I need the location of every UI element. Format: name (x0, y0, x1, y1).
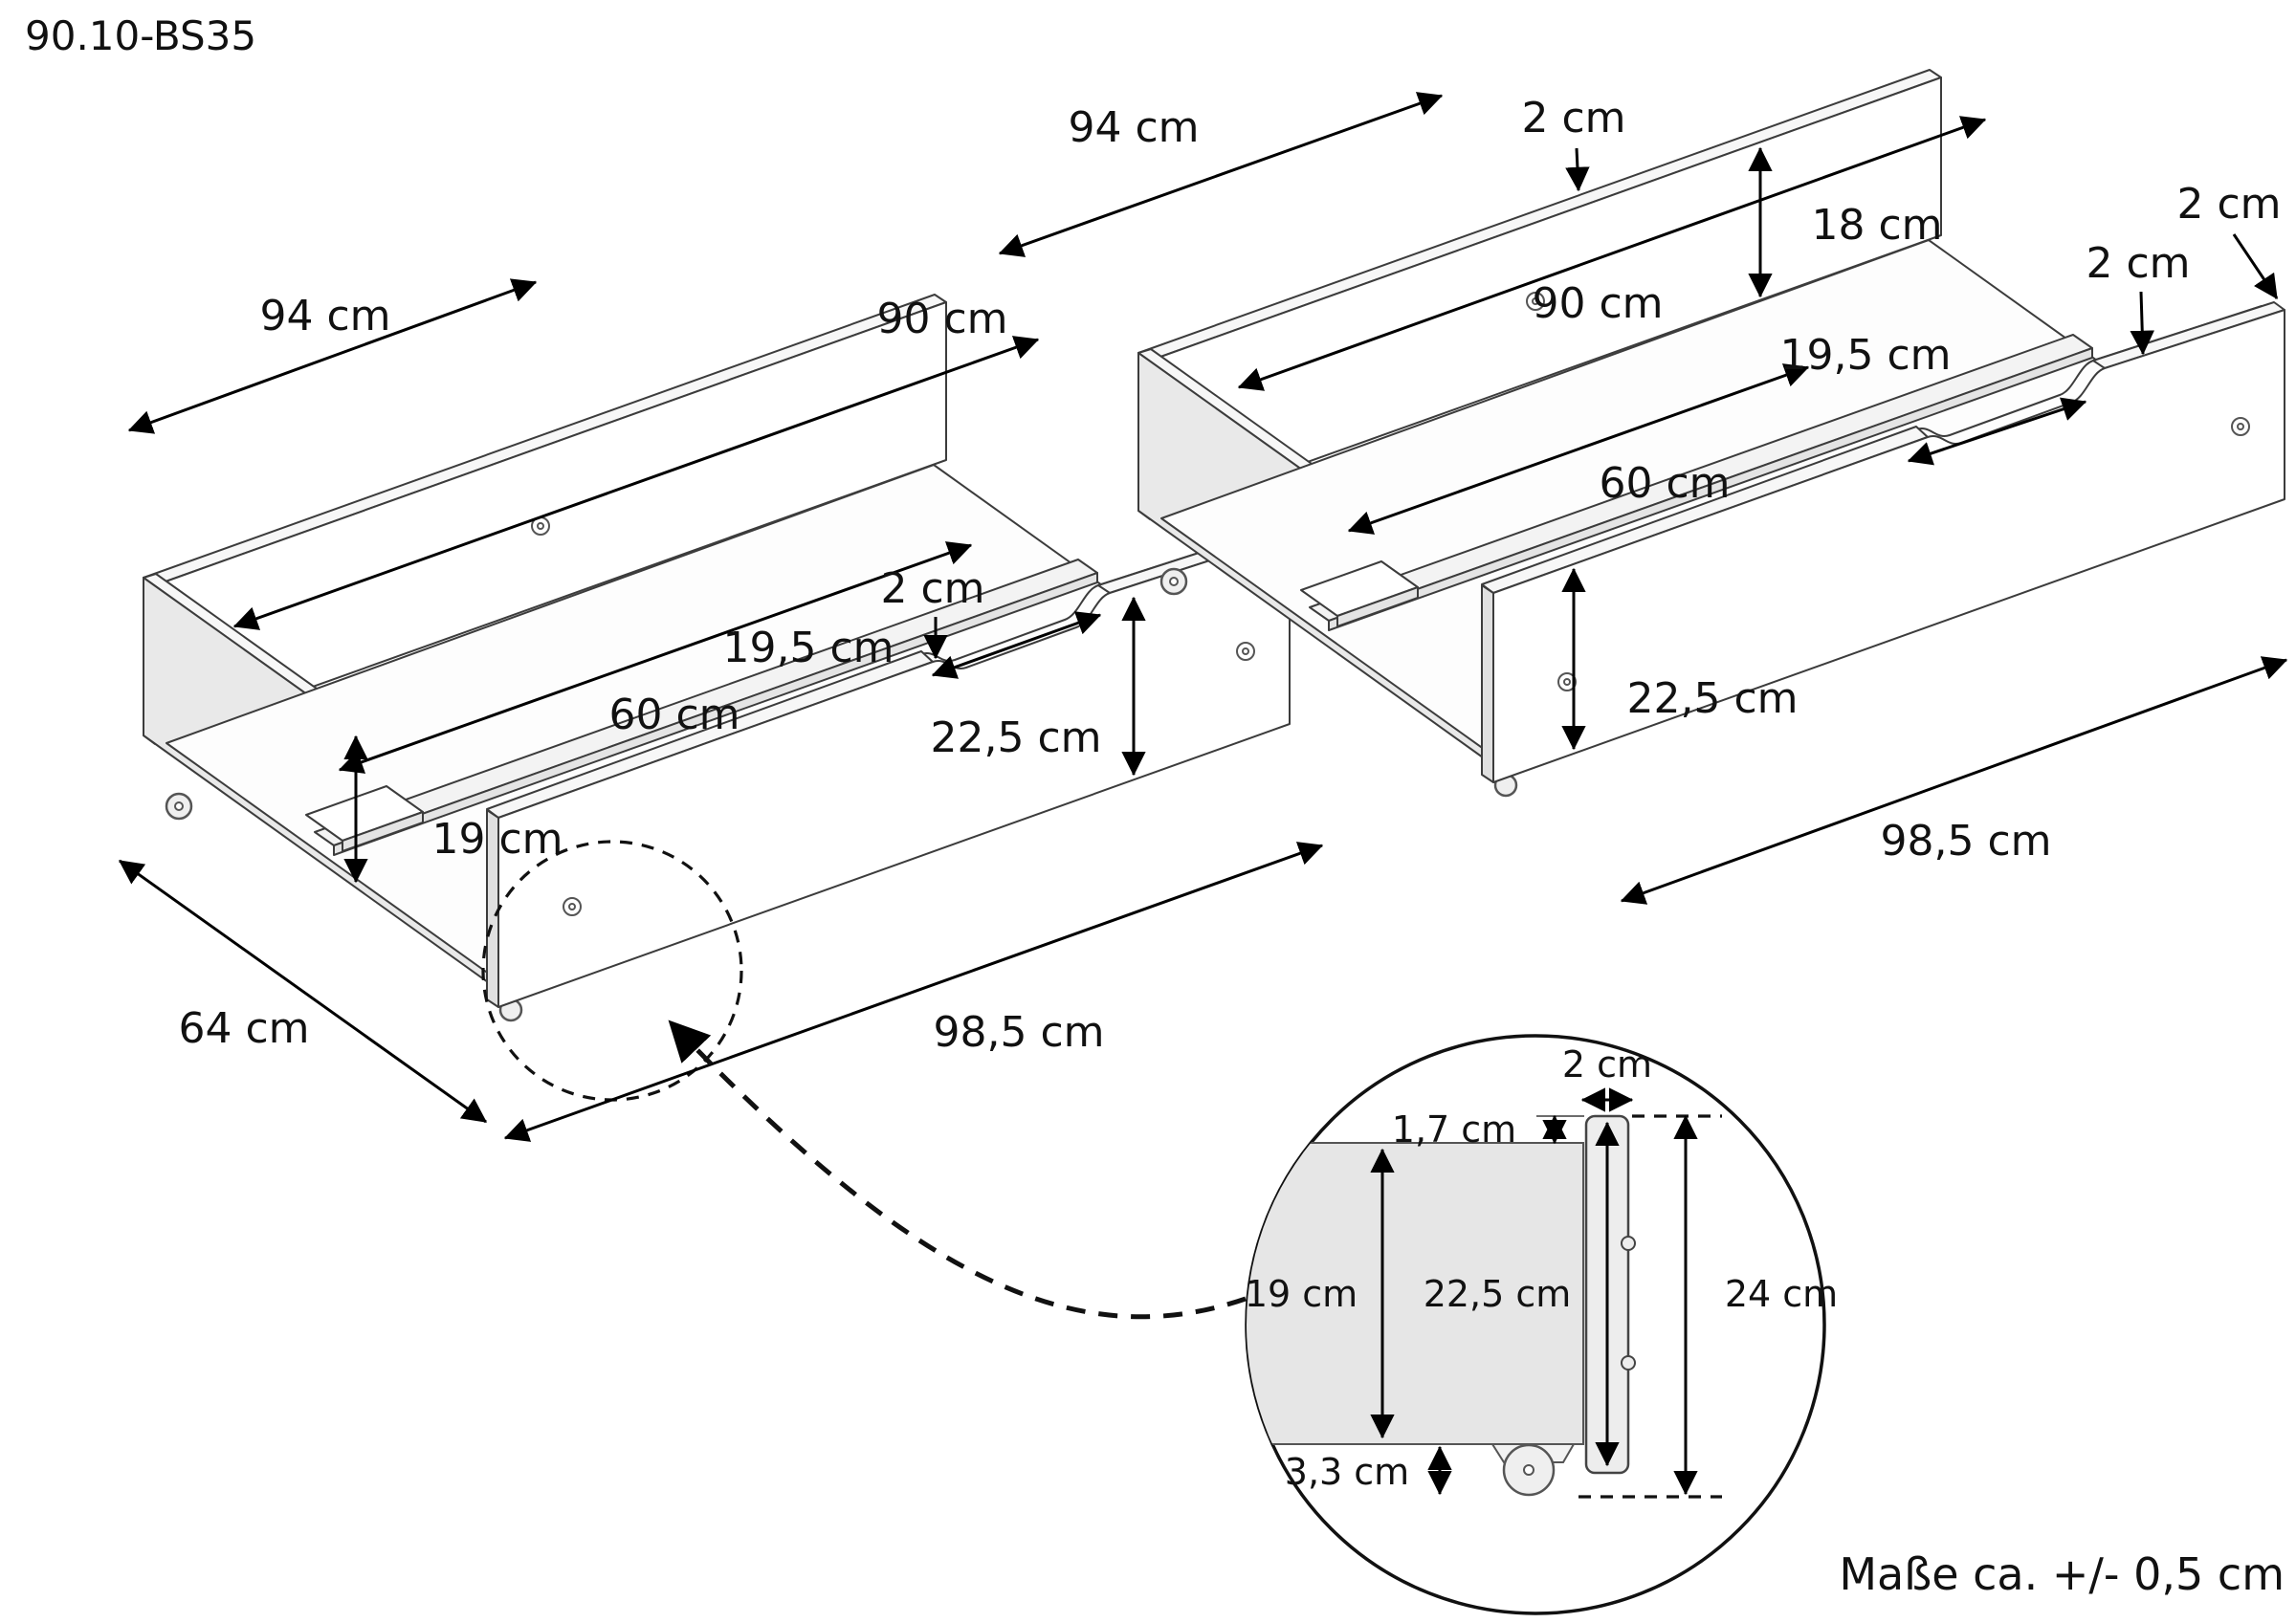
dim-label: 1,7 cm (1392, 1108, 1516, 1151)
dim-label: 2 cm (1562, 1043, 1652, 1086)
cam-lock-icon (1621, 1236, 1636, 1251)
dim-label: 64 cm (178, 1004, 309, 1053)
dim-right-back-height: 18 cm (1748, 146, 1943, 298)
dim-right-back-edge-thickness: 2 cm (1521, 94, 1626, 192)
dim-label: 2 cm (2086, 239, 2190, 288)
cam-lock-icon (1621, 1355, 1636, 1371)
dim-label: 94 cm (1068, 103, 1199, 152)
dim-right-front-length: 98,5 cm (1620, 656, 2288, 905)
tolerance-note: Maße ca. +/- 0,5 cm (1839, 1548, 2285, 1600)
dim-label: 60 cm (1599, 459, 1730, 508)
dim-detail-total-height: 24 cm (1673, 1114, 1838, 1496)
right-drawer-dimensions: 94 cm 2 cm 90 cm 18 cm 60 cm 19,5 cm 2 c… (998, 92, 2288, 905)
side-panel-section (1247, 1142, 1584, 1445)
dim-detail-ground-clearance: 3,3 cm (1285, 1445, 1452, 1496)
dim-label: 98,5 cm (1880, 817, 2051, 866)
dim-left-front-height: 22,5 cm (930, 596, 1146, 777)
dim-label: 2 cm (2176, 180, 2281, 229)
dim-label: 2 cm (1521, 94, 1625, 143)
dim-label: 94 cm (259, 292, 390, 340)
dim-right-inner-width: 90 cm (1237, 116, 1987, 391)
product-code: 90.10-BS35 (25, 12, 256, 59)
dim-label: 19 cm (1245, 1273, 1358, 1315)
dim-right-outer-width: 94 cm (998, 92, 1444, 257)
dim-label: 18 cm (1811, 201, 1942, 250)
dim-left-rail-length: 60 cm (338, 541, 973, 774)
dim-label: 22,5 cm (1424, 1273, 1572, 1315)
dim-right-panel-thickness: 2 cm (2086, 239, 2191, 356)
dim-left-panel-thickness: 2 cm (880, 564, 985, 660)
dim-label: 19,5 cm (722, 624, 894, 672)
dim-label: 24 cm (1725, 1273, 1838, 1315)
detail-dimensions: 2 cm 1,7 cm 19 cm 22,5 cm 24 cm 3,3 cm (1245, 1043, 1838, 1496)
dim-label: 90 cm (1532, 279, 1663, 328)
dim-detail-side-height: 19 cm (1245, 1148, 1395, 1439)
detail-view: 2 cm 1,7 cm 19 cm 22,5 cm 24 cm 3,3 cm (1245, 1034, 1838, 1615)
dim-right-corner-thickness: 2 cm (2176, 180, 2282, 300)
dim-label: 3,3 cm (1285, 1451, 1409, 1493)
dim-right-handle-width: 19,5 cm (1779, 331, 2087, 466)
left-drawer-dimensions: 94 cm 90 cm 60 cm 19 cm 19,5 cm 2 cm 22,… (118, 278, 1324, 1142)
dim-label: 98,5 cm (933, 1008, 1104, 1057)
dim-label: 22,5 cm (1626, 674, 1798, 723)
dim-left-outer-width: 94 cm (127, 278, 538, 434)
dim-label: 2 cm (880, 564, 984, 613)
detail-pointer-arrow (668, 1020, 1247, 1320)
dim-label: 22,5 cm (930, 713, 1101, 762)
dim-left-handle-width: 19,5 cm (722, 611, 1102, 679)
dim-right-rail-length: 60 cm (1347, 363, 1810, 535)
dim-detail-panel-thickness: 2 cm (1562, 1043, 1652, 1112)
dim-detail-top-overhang: 1,7 cm (1392, 1108, 1567, 1151)
dim-detail-front-height: 22,5 cm (1424, 1121, 1620, 1467)
dim-label: 19 cm (431, 815, 563, 864)
dim-label: 60 cm (608, 691, 740, 739)
dim-left-depth: 64 cm (118, 859, 488, 1124)
dim-label: 90 cm (876, 295, 1007, 343)
dim-label: 19,5 cm (1779, 331, 1951, 380)
dim-left-front-length: 98,5 cm (503, 842, 1324, 1142)
